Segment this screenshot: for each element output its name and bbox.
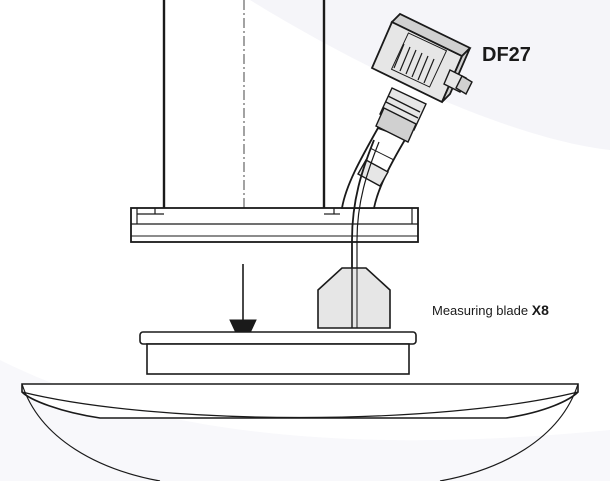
measuring-blade-label: Measuring blade X8: [432, 302, 549, 318]
device-model-label: DF27: [482, 44, 531, 66]
measuring-blade: [317, 267, 391, 329]
measuring-blade-code: X8: [531, 302, 549, 318]
silo-pipe: [162, 0, 326, 214]
thread-connection: [375, 87, 427, 143]
df27-housing: [370, 12, 472, 104]
measuring-cable: [351, 139, 380, 268]
cable-gland: [443, 69, 473, 95]
measuring-blade-text: Measuring blade: [432, 303, 529, 318]
mounting-flange: [130, 207, 419, 243]
silo-lid: [21, 331, 579, 481]
